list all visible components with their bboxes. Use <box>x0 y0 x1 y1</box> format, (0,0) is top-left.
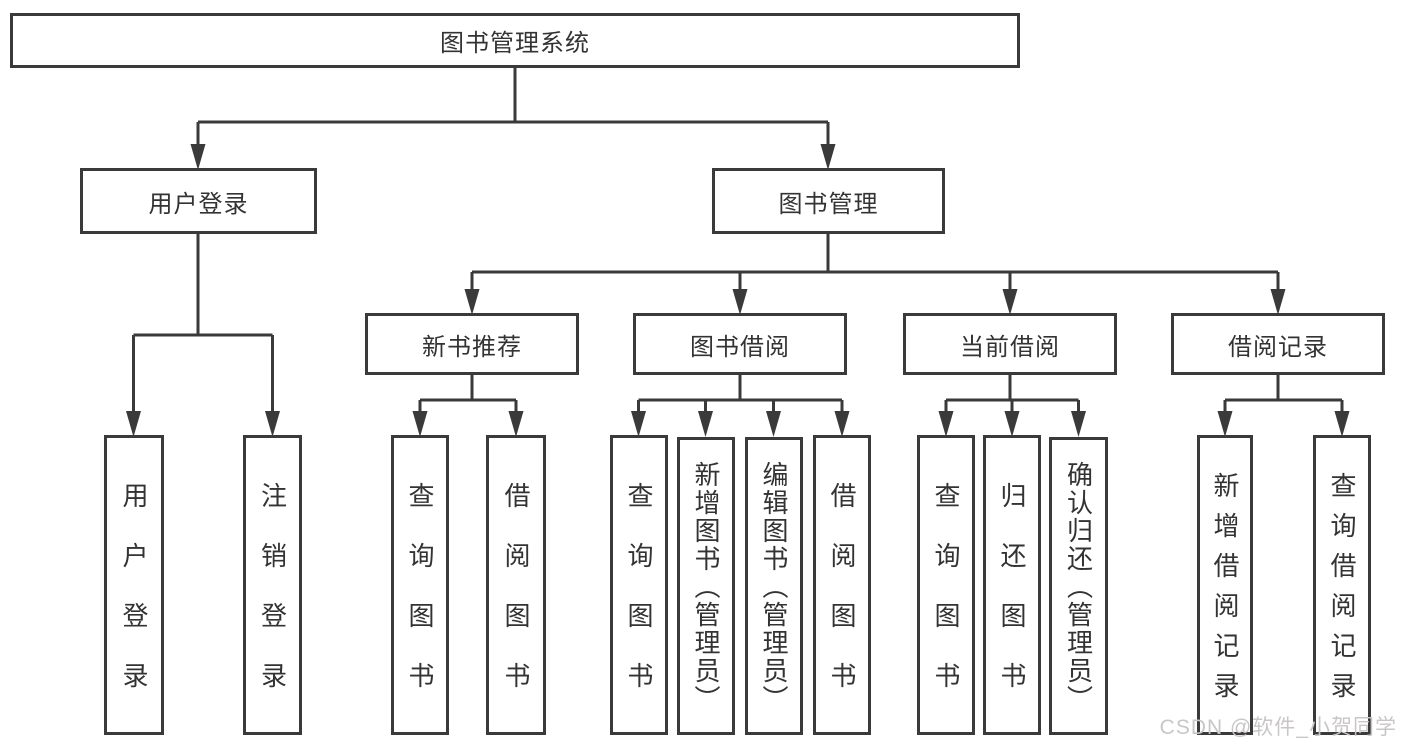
node-label: 查询图书 <box>931 482 961 722</box>
node-leaf-newbooks-borrow: 借阅图书 <box>486 435 546 735</box>
node-label: 归还图书 <box>997 482 1027 722</box>
node-leaf-borrow-borrow: 借阅图书 <box>813 435 871 735</box>
node-label: 借阅图书 <box>501 482 531 722</box>
node-label: 图书管理系统 <box>440 30 590 57</box>
node-label: 当前借阅 <box>960 333 1060 361</box>
node-leaf-logout: 注销登录 <box>243 435 302 735</box>
edge-userlogin-leaves <box>132 234 274 413</box>
node-label: 新书推荐 <box>422 333 522 361</box>
arrowhead <box>1002 289 1018 315</box>
node-label: 查询图书 <box>405 482 435 722</box>
arrowhead <box>938 411 954 437</box>
edge-root-level2 <box>196 68 830 146</box>
node-current-borrow: 当前借阅 <box>903 313 1117 375</box>
edge-borrowrecords-leaves <box>1223 375 1344 413</box>
node-leaf-borrow-query: 查询图书 <box>610 435 668 735</box>
arrowhead <box>834 411 850 437</box>
arrowhead <box>1334 411 1350 437</box>
node-label: 图书管理 <box>778 190 879 218</box>
node-leaf-records-add: 新增借阅记录 <box>1197 435 1253 735</box>
arrowhead <box>412 411 428 437</box>
arrowhead <box>126 411 141 437</box>
edge-currentborrow-leaves <box>944 375 1080 413</box>
node-label: 用户登录 <box>119 482 149 722</box>
arrowhead <box>698 411 713 437</box>
node-label: 用户登录 <box>148 190 249 218</box>
arrowhead <box>1270 289 1286 315</box>
arrowhead <box>265 411 280 437</box>
node-label: 图书借阅 <box>690 333 790 361</box>
arrowhead <box>1004 411 1020 437</box>
edge-bookborrow-leaves <box>637 375 844 413</box>
node-label: 借阅图书 <box>827 482 857 722</box>
node-label: 确认归还（管理员） <box>1063 461 1094 713</box>
node-new-book-recommend: 新书推荐 <box>365 313 579 375</box>
node-leaf-user-login: 用户登录 <box>104 435 164 735</box>
node-leaf-current-return: 归还图书 <box>983 435 1041 735</box>
node-leaf-current-query: 查询图书 <box>917 435 975 735</box>
edge-newbooks-leaves <box>418 375 518 413</box>
node-leaf-newbooks-query: 查询图书 <box>391 435 449 735</box>
node-user-login: 用户登录 <box>80 168 317 234</box>
arrowhead <box>820 144 836 170</box>
node-root-system: 图书管理系统 <box>10 13 1020 68</box>
node-label: 编辑图书（管理员） <box>759 461 789 713</box>
node-label: 新增图书（管理员） <box>691 461 721 713</box>
arrowhead <box>508 411 524 437</box>
arrowhead <box>631 411 646 437</box>
arrowhead <box>766 411 781 437</box>
arrowhead <box>190 144 206 170</box>
node-leaf-current-confirm-admin: 确认归还（管理员） <box>1049 437 1108 735</box>
node-leaf-records-query: 查询借阅记录 <box>1313 435 1371 735</box>
node-label: 新增借阅记录 <box>1210 472 1240 712</box>
node-label: 查询借阅记录 <box>1327 472 1357 712</box>
node-borrow-records: 借阅记录 <box>1171 313 1385 375</box>
node-label: 借阅记录 <box>1228 333 1328 361</box>
node-book-borrow: 图书借阅 <box>633 313 847 375</box>
node-label: 注销登录 <box>257 482 288 722</box>
arrowhead <box>1217 411 1233 437</box>
edge-bookmgmt-level3 <box>470 234 1280 291</box>
node-book-management: 图书管理 <box>712 168 945 234</box>
arrowhead <box>1071 411 1086 437</box>
node-leaf-borrow-edit-admin: 编辑图书（管理员） <box>745 437 803 735</box>
node-leaf-borrow-add-admin: 新增图书（管理员） <box>677 437 735 735</box>
arrowhead <box>732 289 748 315</box>
arrowhead <box>464 289 480 315</box>
node-label: 查询图书 <box>624 482 654 722</box>
